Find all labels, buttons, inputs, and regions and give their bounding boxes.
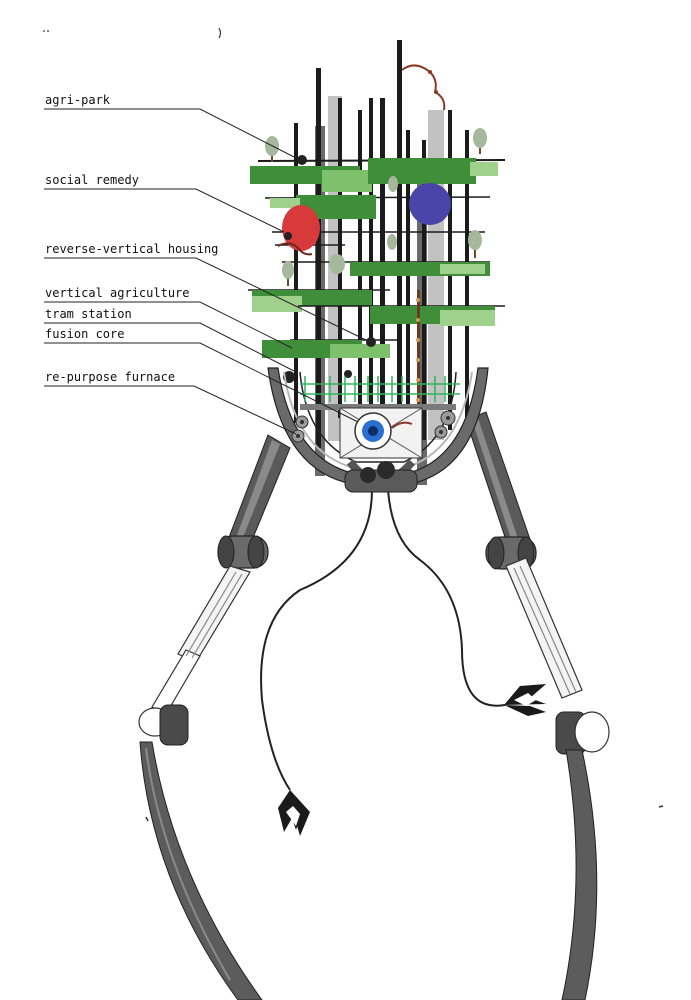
housing-sphere <box>409 183 451 225</box>
right-claw-icon <box>504 684 546 716</box>
right-leg <box>465 411 610 1000</box>
label-tram-station-text: tram station <box>45 307 132 321</box>
stray-marks-lower <box>145 805 664 822</box>
label-social-remedy-text: social remedy <box>45 173 139 187</box>
label-fusion-core-text: fusion core <box>45 327 124 341</box>
left-leg <box>138 434 291 1000</box>
agriculture-platforms <box>248 158 506 358</box>
label-reverse-vertical-housing: reverse-vertical housing <box>44 242 367 341</box>
label-re-purpose-furnace-text: re-purpose furnace <box>45 370 175 384</box>
label-re-purpose-furnace: re-purpose furnace <box>44 370 297 435</box>
label-social-remedy: social remedy <box>44 173 285 233</box>
fusion-core <box>354 412 413 450</box>
right-cable <box>387 489 506 707</box>
label-vertical-agriculture-text: vertical agriculture <box>45 286 190 300</box>
label-agri-park-text: agri-park <box>45 93 111 107</box>
label-fusion-core: fusion core <box>44 327 359 423</box>
label-reverse-vertical-housing-text: reverse-vertical housing <box>45 242 218 256</box>
left-claw-icon <box>278 790 310 836</box>
label-agri-park: agri-park <box>44 93 297 159</box>
left-cable <box>260 489 373 791</box>
label-vertical-agriculture: vertical agriculture <box>44 286 293 349</box>
label-tram-station: tram station <box>44 307 297 373</box>
tram-station <box>300 376 460 402</box>
social-remedy-sphere <box>277 205 320 256</box>
stray-marks <box>43 27 222 39</box>
